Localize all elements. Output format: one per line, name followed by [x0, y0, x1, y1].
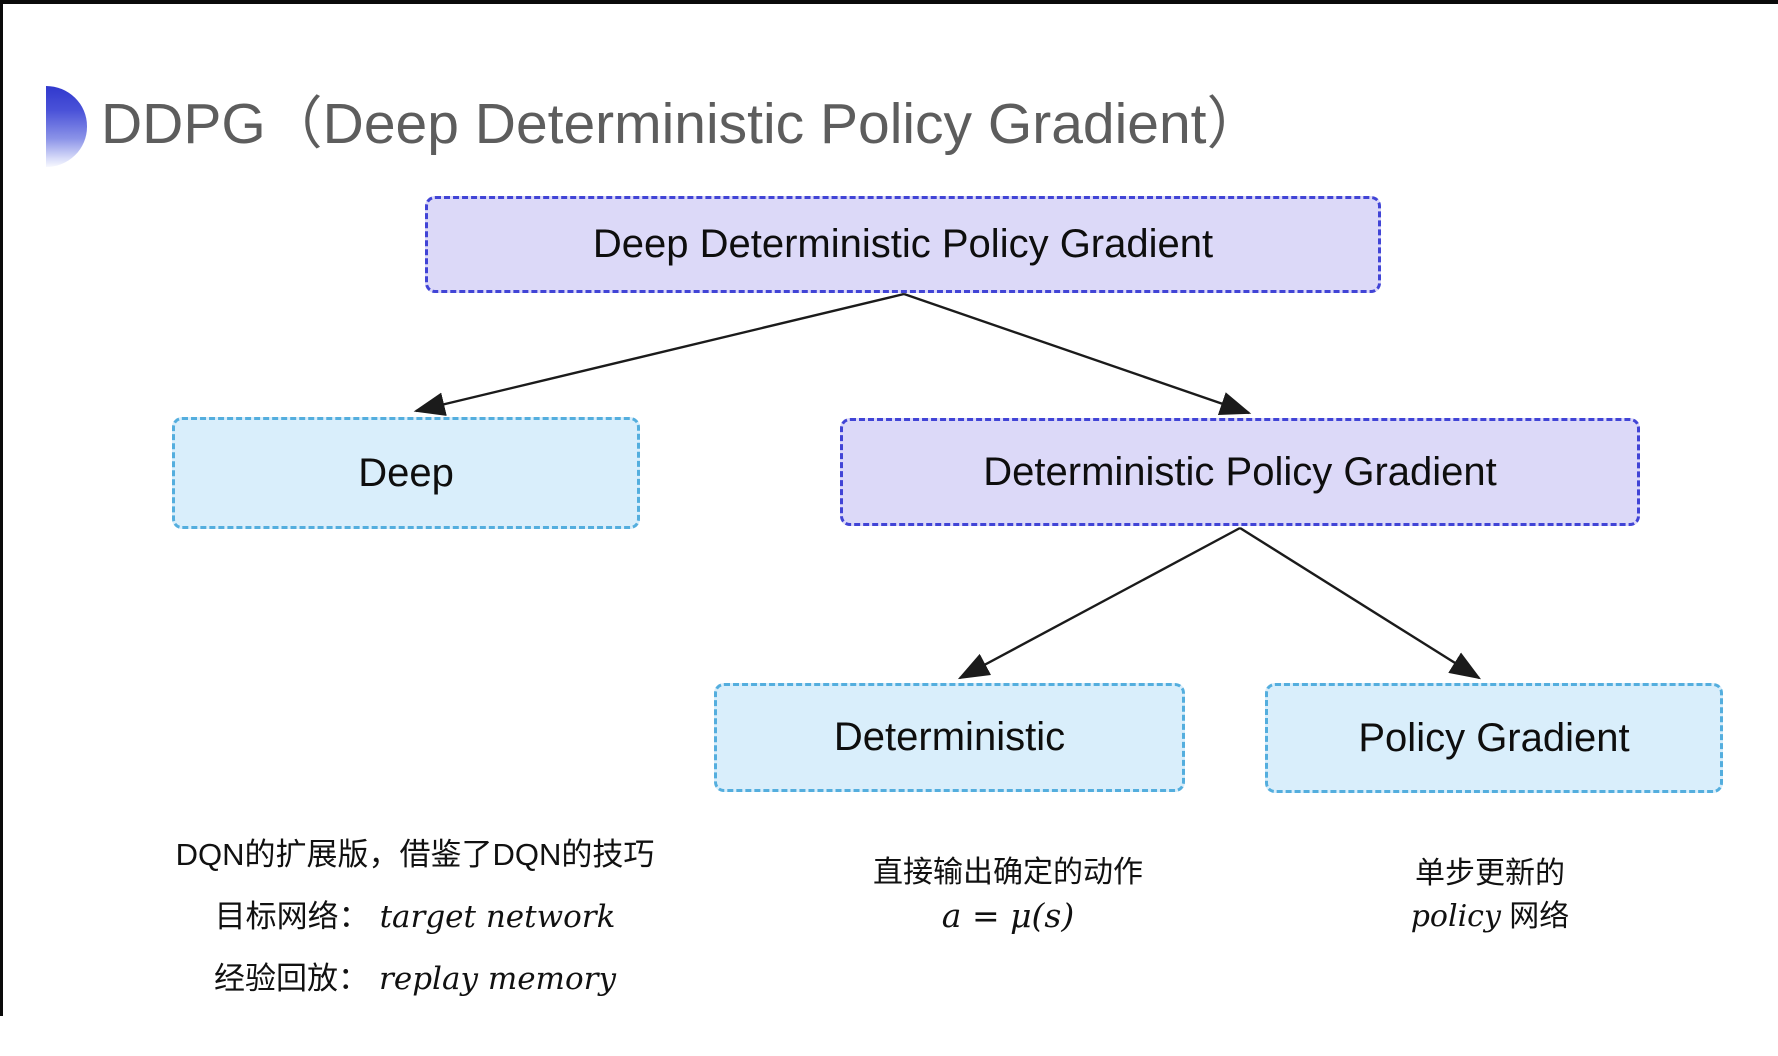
node-label: Policy Gradient — [1358, 715, 1630, 760]
annotation-line: 经验回放： replay memory — [120, 948, 710, 1010]
annotation-line: DQN的扩展版，借鉴了DQN的技巧 — [120, 824, 710, 886]
left-border-line — [0, 0, 3, 1016]
node-label: Deterministic Policy Gradient — [983, 449, 1497, 494]
node-deep-deterministic-policy-gradient: Deep Deterministic Policy Gradient — [425, 196, 1381, 293]
annotation-text: 网络 — [1500, 900, 1570, 933]
annotation-line: 目标网络： target network — [120, 886, 710, 948]
annotation-line: 直接输出确定的动作 — [790, 851, 1226, 894]
annotation-text: 经验回放： — [214, 961, 370, 996]
node-label: Deep Deterministic Policy Gradient — [592, 222, 1214, 266]
annotation-term: target network — [379, 899, 616, 935]
edge-dpg-det — [957, 526, 1241, 680]
annotation-policy-gradient: 单步更新的 policy 网络 — [1272, 852, 1708, 938]
annotation-line: policy 网络 — [1272, 895, 1708, 938]
node-deterministic: Deterministic — [714, 683, 1185, 792]
node-deterministic-policy-gradient: Deterministic Policy Gradient — [840, 418, 1640, 526]
edge-dpg-pg — [1239, 526, 1482, 680]
node-policy-gradient: Policy Gradient — [1265, 683, 1723, 793]
formula: a = μ(s) — [941, 896, 1075, 935]
node-label: Deterministic — [833, 715, 1066, 759]
annotation-text: 目标网络： — [214, 899, 370, 934]
annotation-text: 单步更新的 — [1415, 857, 1565, 890]
title-bullet-icon — [46, 86, 87, 167]
node-deep: Deep — [172, 417, 640, 529]
annotation-term: policy — [1410, 899, 1501, 934]
edge-root-dpg — [903, 292, 1252, 415]
annotation-text: 直接输出确定的动作 — [873, 856, 1143, 889]
annotation-term: replay memory — [379, 961, 616, 997]
annotation-text: DQN的扩展版，借鉴了DQN的技巧 — [175, 837, 655, 872]
annotation-deterministic: 直接输出确定的动作 a = μ(s) — [790, 851, 1226, 937]
edge-root-deep — [413, 292, 905, 416]
annotation-deep: DQN的扩展版，借鉴了DQN的技巧 目标网络： target network 经验… — [120, 824, 710, 1010]
annotation-line: 单步更新的 — [1272, 852, 1708, 895]
node-label: Deep — [358, 450, 454, 495]
page-title: DDPG（Deep Deterministic Policy Gradient） — [101, 92, 1264, 156]
top-border-line — [0, 0, 1778, 4]
